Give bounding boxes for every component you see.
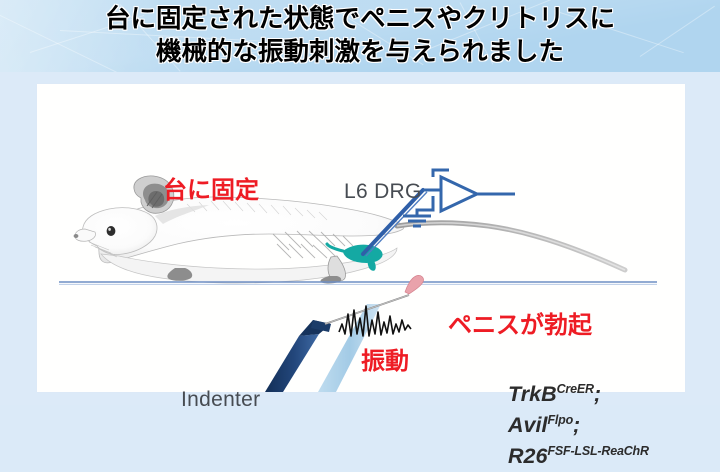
figure-panel: 台に固定 L6 DRG ペニスが勃起 振動 Indenter TrkBCreER… (37, 84, 685, 468)
genotype-gene-avil: Avil (508, 413, 548, 437)
vibration-waveform (338, 305, 412, 337)
title-line-2: 機械的な振動刺激を与えられました (155, 37, 564, 67)
label-fixed-to-platform: 台に固定 (163, 176, 259, 204)
genotype-sep-2: ; (573, 413, 581, 437)
amplifier-symbol (415, 168, 515, 216)
label-vibration: 振動 (361, 347, 409, 375)
label-indenter: Indenter (181, 388, 261, 411)
genotype-line-3: R26FSF-LSL-ReaChR (508, 441, 649, 472)
genotype-allele-creer: CreER (556, 381, 594, 396)
title-line-1: 台に固定された状態でペニスやクリトリスに (104, 4, 615, 34)
slide-title: 台に固定された状態でペニスやクリトリスに 機械的な振動刺激を与えられました (0, 0, 720, 72)
genotype-line-2: AvilFlpo; (508, 410, 649, 441)
genotype-block: TrkBCreER; AvilFlpo; R26FSF-LSL-ReaChR (508, 379, 649, 472)
label-l6-drg: L6 DRG (344, 180, 422, 203)
support-post (318, 304, 381, 392)
label-erection: ペニスが勃起 (448, 311, 592, 339)
genotype-allele-flpo: Flpo (547, 412, 574, 427)
genotype-allele-reachr: FSF-LSL-ReaChR (547, 443, 649, 458)
recording-electrode (361, 188, 428, 257)
platform-line (59, 281, 657, 285)
genotype-gene-trkb: TrkB (508, 382, 557, 406)
indenter-arm (265, 320, 331, 392)
title-band: 台に固定された状態でペニスやクリトリスに 機械的な振動刺激を与えられました (0, 0, 720, 72)
penis-organ (404, 275, 424, 295)
genotype-sep-1: ; (593, 382, 601, 406)
genotype-gene-r26: R26 (508, 444, 548, 468)
ground-symbol (403, 214, 431, 228)
mouse-sketch (73, 175, 628, 284)
genotype-line-1: TrkBCreER; (508, 379, 649, 410)
experiment-diagram (59, 168, 657, 392)
